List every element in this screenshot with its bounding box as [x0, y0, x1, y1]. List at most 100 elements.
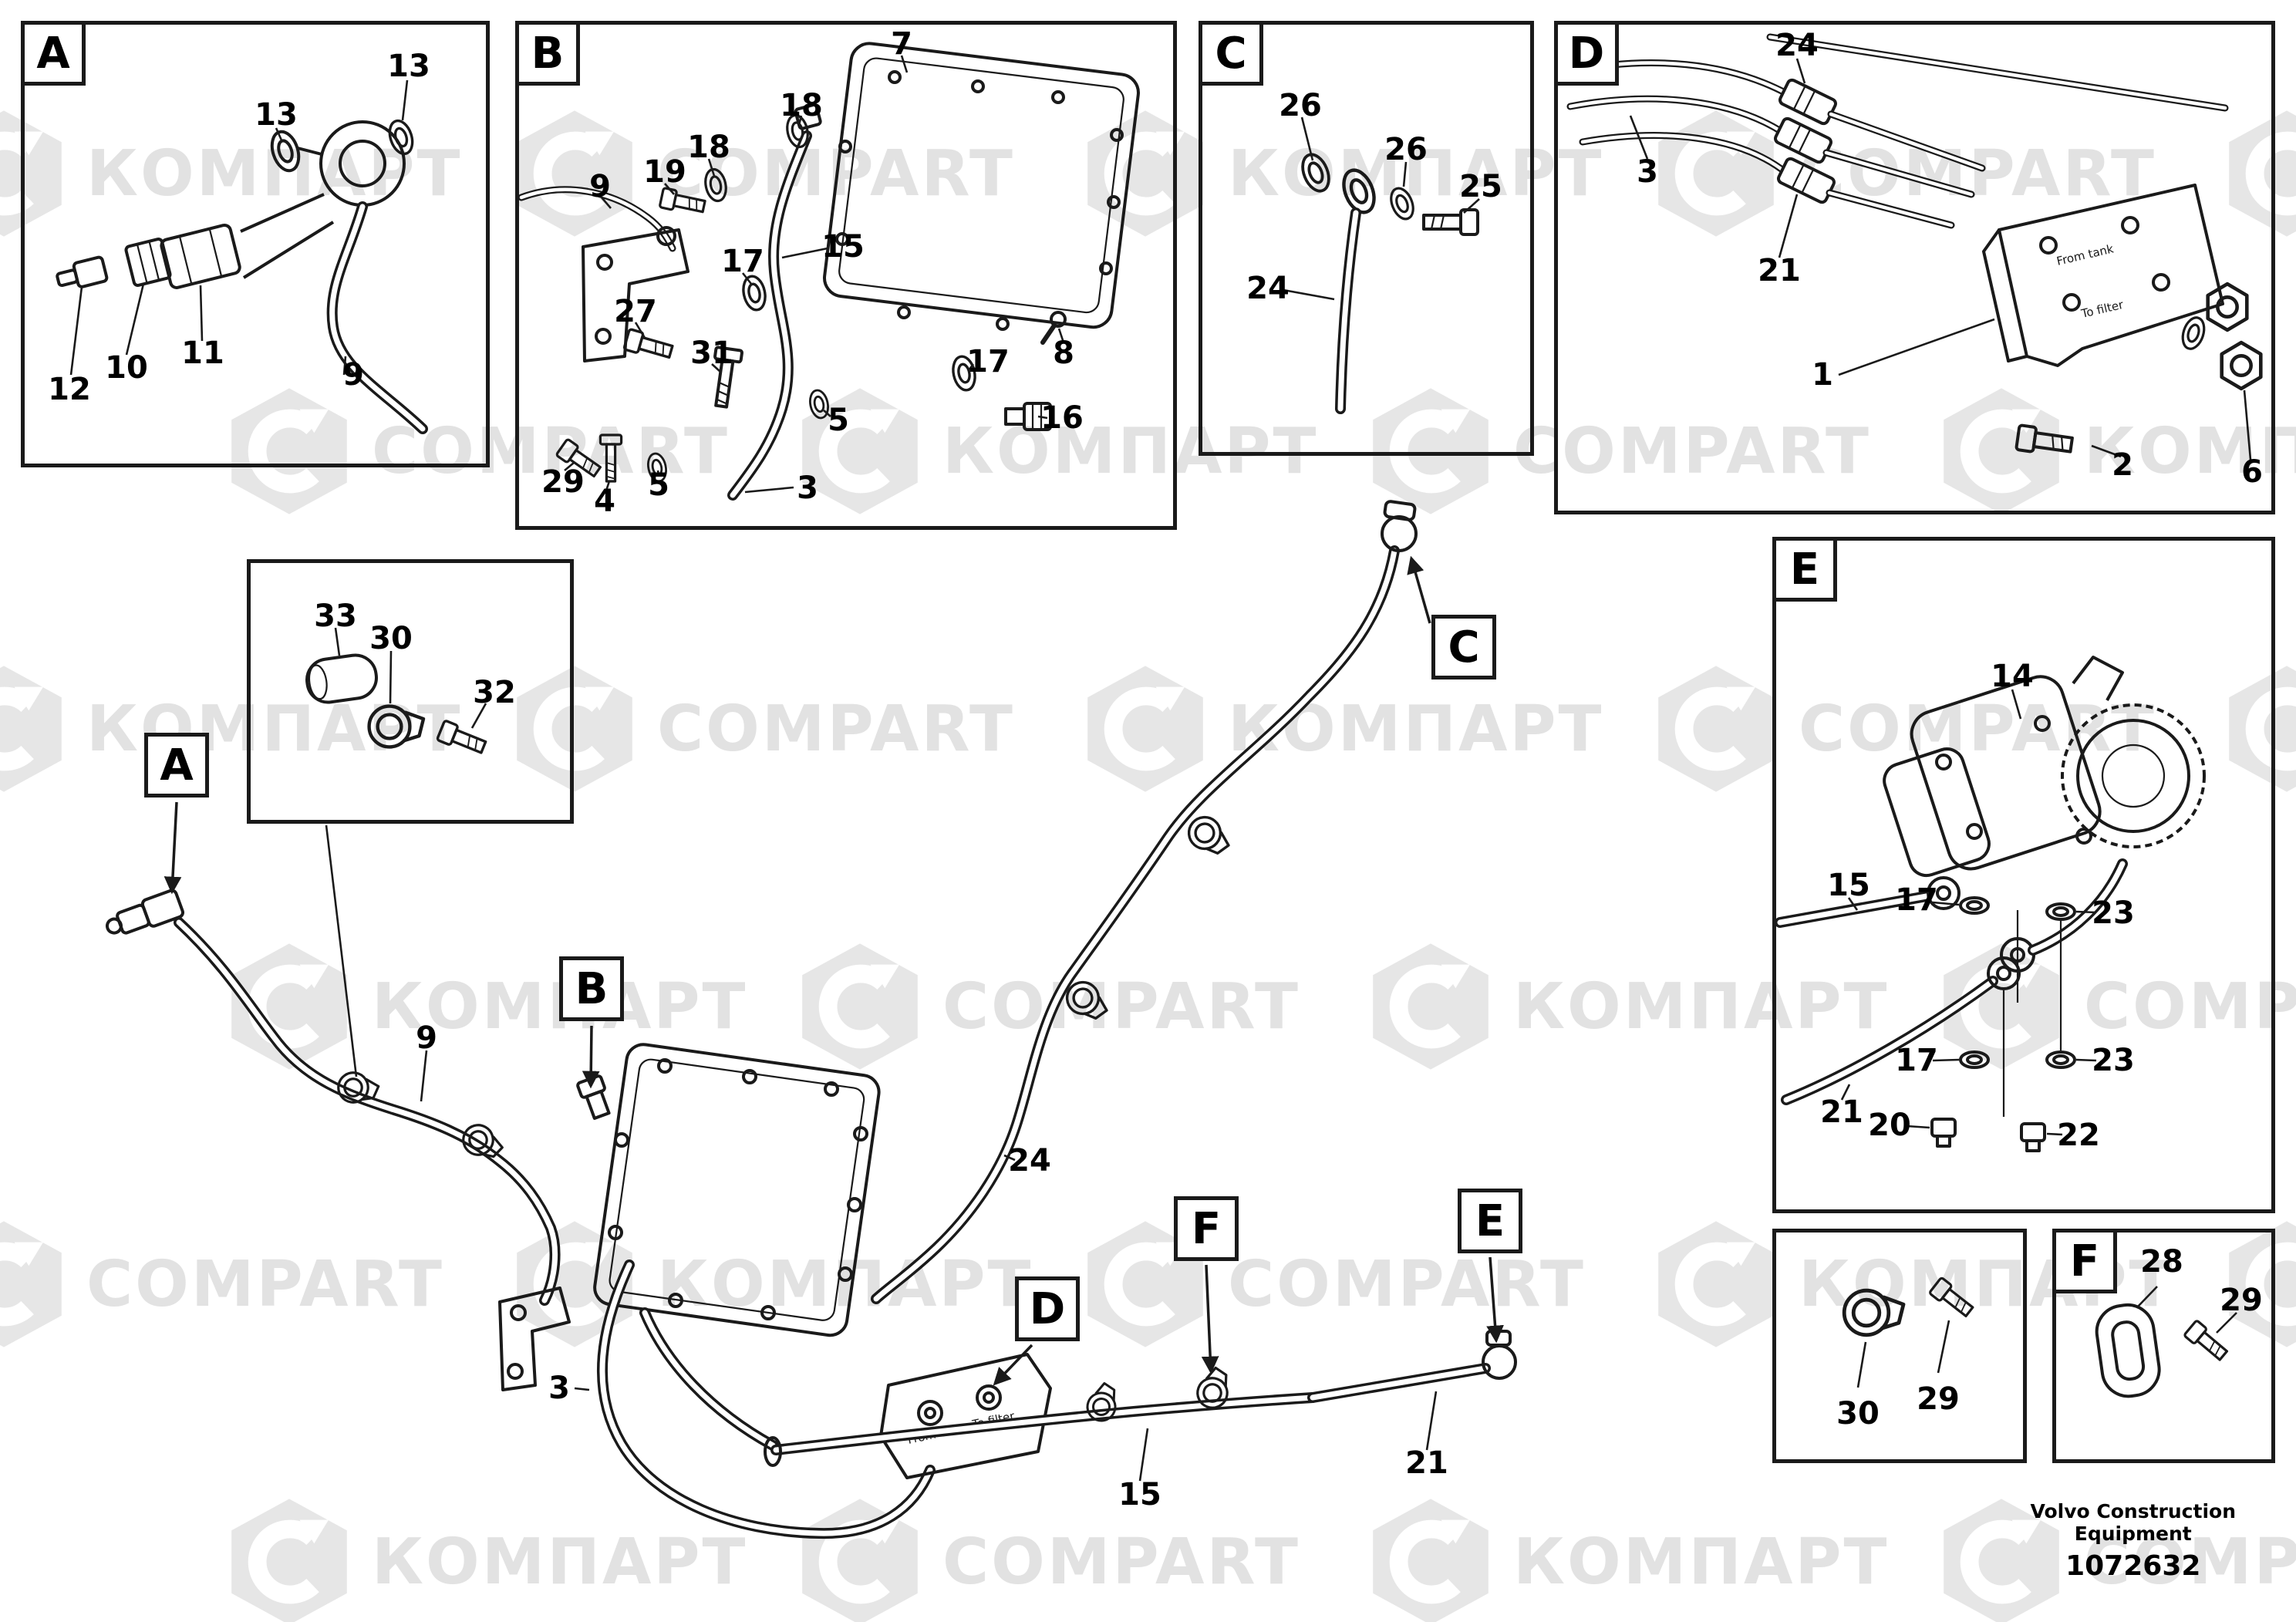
watermark-tile: COMPART [794, 941, 1300, 1072]
panel-c-art [1283, 116, 1480, 414]
inset-box [247, 559, 574, 824]
hex-nipple-10 [124, 238, 172, 287]
callout-number: 28 [2140, 1244, 2183, 1280]
callout-number: 3 [1637, 154, 1658, 190]
watermark-tile: КОМПАРТ [224, 941, 747, 1072]
callout-number: 4 [594, 484, 615, 519]
callout-number: 15 [821, 229, 865, 265]
main-callout-b: B [559, 956, 624, 1021]
watermark-tile: COMPART [509, 663, 1015, 794]
callout-number: 32 [473, 675, 516, 710]
watermark-text: КОМПАРТ [1513, 969, 1890, 1044]
main-callout-e: E [1458, 1189, 1522, 1253]
callout-arrow-c [1407, 555, 1431, 624]
panel-b-label: B [515, 21, 580, 86]
watermark-tile: COMPART [1936, 941, 2296, 1072]
watermark-text: COMPART [2084, 1525, 2296, 1599]
watermark-tile: COMPART [1650, 663, 2156, 794]
bracket [582, 228, 689, 363]
elbow-fitting-a [105, 889, 185, 935]
watermark-text: COMPART [1799, 692, 2156, 766]
cover-plate-7 [823, 42, 1140, 329]
callout-number: 24 [1246, 271, 1290, 306]
callout-number: 14 [1991, 659, 2034, 694]
clamp-box-art [1844, 1276, 1977, 1388]
watermark-text: КОМПАРТ [1228, 692, 1604, 766]
plug-22 [2020, 1122, 2046, 1152]
callout-number: 25 [1459, 169, 1502, 204]
callout-number: 22 [2057, 1118, 2100, 1153]
watermark-text: КОМПАРТ [2084, 414, 2296, 488]
detail-panel-e [1772, 537, 2275, 1213]
callout-number: 10 [105, 350, 148, 386]
detail-panel-b [515, 21, 1177, 530]
callout-number: 27 [614, 294, 657, 329]
callout-number: 6 [2241, 454, 2263, 490]
panel-d-label: D [1554, 21, 1619, 86]
footer: Volvo Construction Equipment 1072632 [2031, 1500, 2237, 1582]
main-callout-d: D [1015, 1276, 1080, 1341]
callout-number: 33 [314, 599, 357, 634]
callout-number: 2 [2112, 447, 2133, 483]
callout-number: 17 [1895, 882, 1938, 918]
callout-number: 13 [387, 49, 430, 84]
watermark-text: КОМПАРТ [1513, 1525, 1890, 1599]
watermark-tile: КОМПАРТ [1365, 941, 1889, 1072]
callout-number: 19 [643, 154, 686, 190]
watermark-tile: COMPART [0, 1219, 444, 1350]
main-callout-c: C [1431, 615, 1496, 679]
watermark-tile: COMPART [1365, 386, 1871, 517]
callout-number: 21 [1820, 1094, 1863, 1130]
callout-number: 30 [1836, 1396, 1880, 1431]
panel-a-art [56, 79, 428, 434]
callout-number: 31 [690, 336, 733, 371]
callout-number: 30 [369, 621, 413, 656]
plug-20 [1930, 1118, 1957, 1148]
callout-number: 11 [181, 336, 224, 371]
panel-e-label: E [1772, 537, 1837, 602]
gear-ring [2061, 703, 2206, 848]
detail-panel-f [2052, 1229, 2275, 1463]
callout-number: 23 [2092, 1043, 2135, 1078]
watermark-text: КОМПАРТ [372, 970, 747, 1044]
main-callout-a: A [144, 733, 209, 798]
watermark-tile: COMPART [794, 1496, 1300, 1622]
callout-number: 18 [687, 130, 730, 165]
watermark-tile: COMPART [1936, 1496, 2296, 1622]
watermark-text: COMPART [657, 692, 1015, 766]
panel-d-art: From tank To filter [1566, 33, 2261, 460]
watermark-tile: КОМПАРТ [224, 1496, 747, 1622]
watermark-tile: COMPART [1080, 1219, 1586, 1350]
ball-joint-c [1381, 515, 1418, 552]
footer-doc-number: 1072632 [2065, 1549, 2201, 1582]
callout-number: 5 [648, 467, 669, 503]
callout-arrow-e [1486, 1256, 1504, 1344]
main-assembly-art: From tank To filter [105, 500, 1517, 1539]
callout-number: 24 [1008, 1143, 1051, 1179]
callout-number: 18 [780, 88, 823, 123]
callout-number: 5 [828, 403, 849, 438]
detail-panel-d [1554, 21, 2275, 514]
callout-number: 29 [541, 464, 585, 500]
callout-number: 15 [1827, 868, 1870, 903]
bracket-left [498, 1286, 571, 1391]
watermark-tile: КОМПАРТ [794, 386, 1318, 517]
watermark-text: КОМПАРТ [372, 1525, 748, 1599]
watermark-text: COMPART [1228, 1247, 1586, 1321]
inset-box-art [305, 627, 489, 1077]
watermark-text: COMPART [942, 969, 1300, 1044]
callout-number: 26 [1384, 132, 1428, 167]
panel-a-label: A [21, 21, 86, 86]
callout-number: 3 [548, 1371, 570, 1406]
callout-number: 9 [589, 169, 611, 204]
callout-arrow-d [993, 1344, 1033, 1386]
callout-number: 1 [1812, 357, 1833, 393]
callout-number: 21 [1405, 1445, 1448, 1481]
screw-8 [1050, 311, 1067, 328]
callout-number: 17 [721, 244, 764, 279]
callout-number: 17 [1895, 1043, 1938, 1078]
cushion-clamp-28 [2095, 1303, 2161, 1398]
callout-number: 12 [48, 372, 91, 407]
callout-number: 9 [416, 1020, 437, 1056]
